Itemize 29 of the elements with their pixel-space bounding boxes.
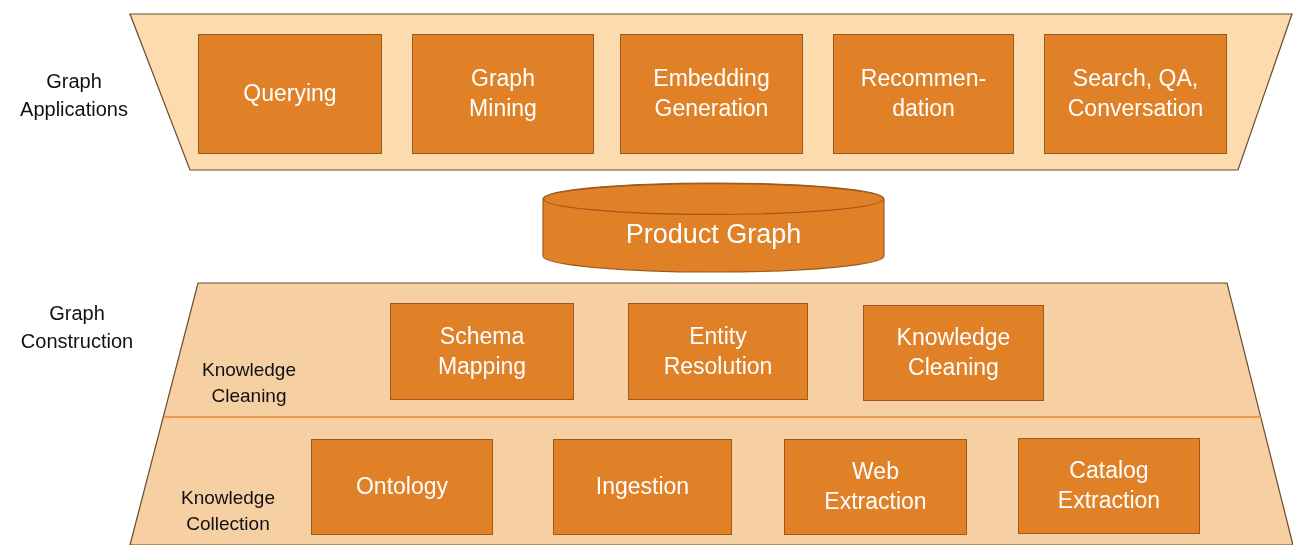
box-label: Ingestion (594, 472, 691, 502)
process-box (390, 303, 574, 400)
box-label: Schema Mapping (436, 321, 528, 381)
process-box (1044, 34, 1227, 154)
process-box (198, 34, 382, 154)
process-box (620, 34, 803, 154)
process-box (553, 439, 732, 535)
process-box (863, 305, 1044, 401)
box-label: Search, QA, Conversation (1066, 64, 1205, 123)
box-label: Knowledge Cleaning (895, 323, 1012, 382)
process-box (784, 439, 967, 535)
cylinder-label: Product Graph (624, 219, 803, 250)
box-label: Graph Mining (468, 64, 538, 123)
box-label: Catalog Extraction (1056, 456, 1162, 515)
process-box (1018, 438, 1200, 534)
box-label: Ontology (354, 472, 450, 502)
box-label: Embedding Generation (652, 64, 771, 123)
band-label: Knowledge Cleaning (201, 358, 297, 408)
process-box (833, 34, 1014, 154)
layer-label: Graph Applications (19, 69, 129, 122)
box-label: Entity Resolution (662, 321, 774, 381)
process-box (628, 303, 808, 400)
box-label: Recommen- dation (859, 64, 988, 123)
process-box (311, 439, 493, 535)
band-label: Knowledge Collection (180, 486, 276, 536)
box-label: Querying (242, 79, 338, 109)
layer-label: Graph Construction (19, 301, 135, 354)
process-box (412, 34, 594, 154)
box-label: Web Extraction (823, 457, 928, 516)
